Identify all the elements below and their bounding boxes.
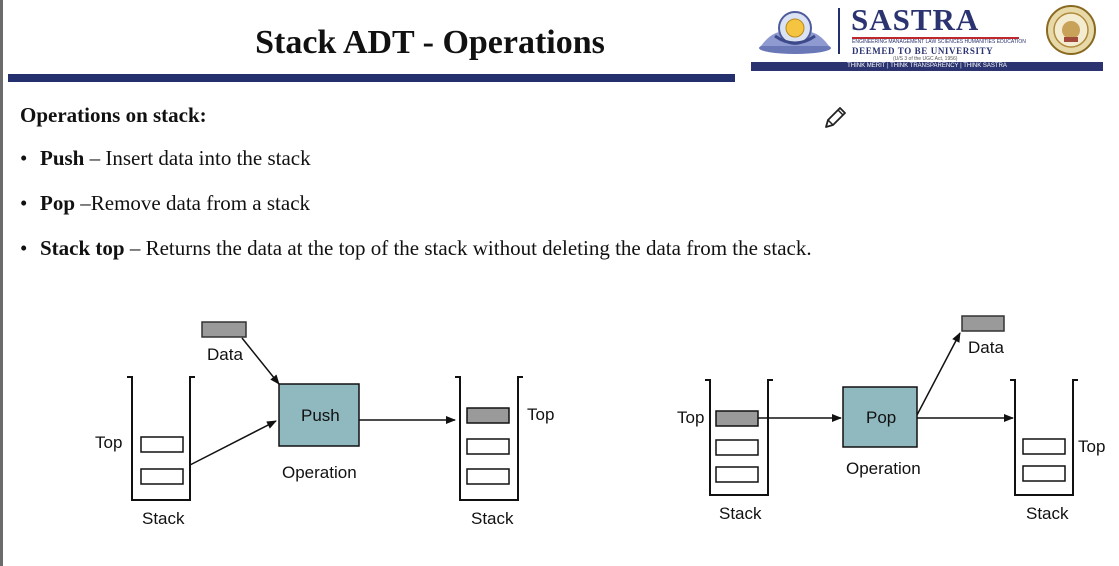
pop-diagram: Top Stack Pop Operation Data Top Stack [677,315,1105,523]
bullet-term: Stack top [40,236,125,260]
bullet-pop: • Pop –Remove data from a stack [20,191,812,236]
slide-title: Stack ADT - Operations [255,24,605,61]
push-stack-arrow [189,420,277,466]
pop-data-cell [961,315,1005,332]
stack-operations-diagram: Data Top Stack Push Operation Top Stack [95,315,1105,528]
bullet-desc: –Remove data from a stack [75,191,311,215]
push-operation-box [278,383,360,447]
pop-operation-label: Operation [846,459,921,478]
push-stack-label-before: Stack [142,509,185,528]
brand-tagline: DEEMED TO BE UNIVERSITY [852,46,994,56]
stack-container [127,376,195,501]
brand-accent-line [852,37,1019,39]
brand-established: (U/S 3 of the UGC Act, 1956) [893,56,958,62]
push-diagram: Data Top Stack Push Operation Top Stack [95,321,554,528]
operations-list: • Push – Insert data into the stack • Pop … [20,146,812,281]
pop-operation-box [842,386,918,448]
logo-separator [838,8,840,54]
push-stack-after: Top Stack [455,376,554,528]
title-underline-bar [8,74,1116,82]
push-top-label-after: Top [527,405,554,424]
left-edge-rule [0,0,3,566]
push-data-arrow [241,337,280,385]
brand-name: SASTRA [851,2,980,37]
stack-cell [466,438,510,455]
pop-stack-label-after: Stack [1026,504,1069,523]
university-seal-icon [1046,5,1096,55]
pop-op-label: Pop [866,408,896,427]
stack-cell [466,468,510,485]
stack-cell-new [466,407,510,424]
pop-stack-label-before: Stack [719,504,762,523]
lotus-emblem-icon [759,11,831,54]
stack-cell [140,436,184,453]
pop-top-label-before: Top [677,408,704,427]
bullet-push: • Push – Insert data into the stack [20,146,812,191]
pop-stack-before: Top Stack [677,379,773,523]
bullet-dot: • [20,191,28,215]
bullet-stack-top: • Stack top – Returns the data at the top… [20,236,812,281]
stack-container [1010,379,1078,496]
bullet-term: Pop [40,191,76,215]
stack-container [705,379,773,496]
stack-cell [715,439,759,456]
operations-heading: Operations on stack: [20,103,207,127]
stack-cell [140,468,184,485]
push-top-label-before: Top [95,433,122,452]
university-logo-banner: SASTRA ENGINEERING MANAGEMENT LAW SCIENC… [735,0,1119,82]
push-stack-before: Top Stack [95,376,195,528]
push-stack-label-after: Stack [471,509,514,528]
brand-fine-print: ENGINEERING MANAGEMENT LAW SCIENCES HUMA… [852,39,1026,45]
pop-data-label: Data [968,338,1004,357]
push-data-cell [201,321,247,338]
pop-data-arrow [916,332,961,416]
stack-cell [715,466,759,483]
pop-top-label-after: Top [1078,437,1105,456]
push-operation-label: Operation [282,463,357,482]
pencil-icon[interactable] [822,105,848,131]
stack-cell [1022,465,1066,482]
bullet-dot: • [20,236,28,260]
stack-cell-top [715,410,759,427]
stack-cell [1022,438,1066,455]
push-data-label: Data [207,345,243,364]
bullet-desc: – Returns the data at the top of the sta… [124,236,812,260]
push-op-label: Push [301,406,340,425]
bullet-term: Push [40,146,85,170]
pop-stack-after: Top Stack [1010,379,1105,523]
stack-container [455,376,523,501]
bullet-dot: • [20,146,28,170]
brand-motto: THINK MERIT | THINK TRANSPARENCY | THINK… [751,62,1103,71]
bullet-desc: – Insert data into the stack [84,146,311,170]
